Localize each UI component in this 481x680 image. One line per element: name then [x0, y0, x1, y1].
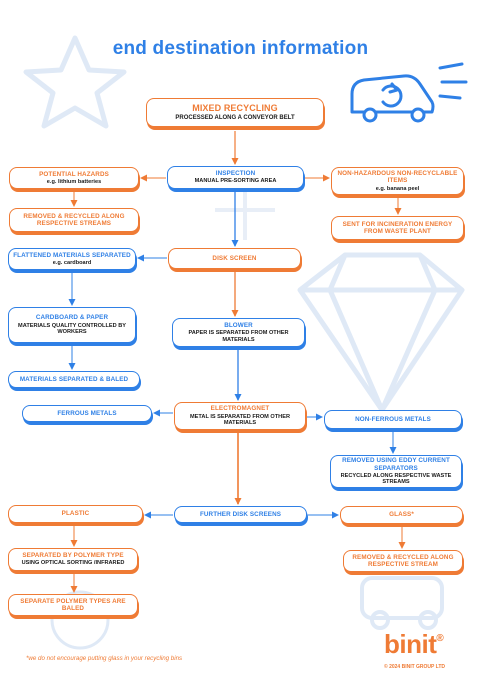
- node-heading: SEPARATED BY POLYMER TYPE: [22, 552, 124, 560]
- node-polymer-baled: SEPARATE POLYMER TYPES ARE BALED: [8, 594, 138, 616]
- node-heading: ELECTROMAGNET: [210, 405, 270, 413]
- node-hazards-removed: REMOVED & RECYCLED ALONG RESPECTIVE STRE…: [9, 208, 139, 232]
- node-subtext: e.g. banana peel: [375, 185, 420, 192]
- page-title: end destination information: [112, 38, 369, 59]
- node-polymer-type: SEPARATED BY POLYMER TYPE USING OPTICAL …: [8, 548, 138, 571]
- node-potential-hazards: POTENTIAL HAZARDS e.g. lithium batteries: [9, 167, 139, 189]
- node-heading: FLATTENED MATERIALS SEPARATED: [13, 251, 131, 259]
- node-materials-baled: MATERIALS SEPARATED & BALED: [8, 371, 140, 388]
- node-subtext: e.g. lithium batteries: [46, 178, 102, 185]
- node-heading: SEPARATE POLYMER TYPES ARE BALED: [20, 597, 126, 612]
- node-subtext: MANUAL PRE-SORTING AREA: [194, 178, 277, 185]
- node-plastic: PLASTIC: [8, 505, 143, 523]
- node-heading: INSPECTION: [215, 170, 256, 178]
- node-flattened-materials: FLATTENED MATERIALS SEPARATED e.g. cardb…: [8, 248, 136, 270]
- node-further-disk-screens: FURTHER DISK SCREENS: [174, 506, 307, 523]
- logo-mark: ®: [436, 633, 444, 644]
- node-eddy-current: REMOVED USING EDDY CURRENT SEPARATORS RE…: [330, 455, 462, 488]
- node-non-hazardous: NON-HAZARDOUS NON-RECYCLABLE ITEMS e.g. …: [331, 167, 464, 195]
- node-heading: PLASTIC: [61, 510, 90, 518]
- node-glass: GLASS*: [340, 506, 463, 524]
- node-heading: MIXED RECYCLING: [192, 103, 278, 114]
- node-blower: BLOWER PAPER IS SEPARATED FROM OTHER MAT…: [172, 318, 305, 347]
- node-ferrous-metals: FERROUS METALS: [22, 405, 152, 422]
- glass-footnote: *we do not encourage putting glass in yo…: [26, 655, 183, 662]
- node-subtext: METAL IS SEPARATED FROM OTHER MATERIALS: [190, 413, 290, 427]
- node-inspection: INSPECTION MANUAL PRE-SORTING AREA: [167, 166, 304, 189]
- node-heading: BLOWER: [224, 321, 253, 329]
- node-disk-screen: DISK SCREEN: [168, 248, 301, 269]
- node-subtext: e.g. cardboard: [52, 259, 92, 266]
- node-non-ferrous-metals: NON-FERROUS METALS: [324, 410, 462, 429]
- node-heading: FURTHER DISK SCREENS: [199, 510, 282, 518]
- node-electromagnet: ELECTROMAGNET METAL IS SEPARATED FROM OT…: [174, 402, 306, 430]
- node-heading: REMOVED USING EDDY CURRENT SEPARATORS: [342, 457, 450, 472]
- logo-text: binit: [384, 629, 437, 659]
- node-heading: POTENTIAL HAZARDS: [39, 170, 109, 178]
- node-heading: NON-HAZARDOUS NON-RECYCLABLE ITEMS: [337, 170, 458, 185]
- node-heading: DISK SCREEN: [212, 254, 257, 262]
- node-subtext: RECYCLED ALONG RESPECTIVE WASTE STREAMS: [340, 472, 452, 486]
- node-heading: REMOVED & RECYCLED ALONG RESPECTIVE STRE…: [23, 212, 125, 227]
- node-heading: MATERIALS SEPARATED & BALED: [19, 375, 129, 383]
- node-incineration: SENT FOR INCINERATION ENERGY FROM WASTE …: [331, 216, 464, 240]
- node-glass-removed: REMOVED & RECYCLED ALONG RESPECTIVE STRE…: [343, 550, 463, 572]
- node-subtext: PAPER IS SEPARATED FROM OTHER MATERIALS: [188, 330, 289, 343]
- node-cardboard-paper: CARDBOARD & PAPER MATERIALS QUALITY CONT…: [8, 307, 136, 343]
- node-subtext: MATERIALS QUALITY CONTROLLED BY WORKERS: [18, 322, 126, 336]
- node-subtext: PROCESSED ALONG A CONVEYOR BELT: [175, 114, 295, 121]
- node-mixed-recycling: MIXED RECYCLING PROCESSED ALONG A CONVEY…: [146, 98, 324, 127]
- node-heading: FERROUS METALS: [57, 409, 117, 417]
- copyright-text: © 2024 BINIT GROUP LTD: [384, 664, 446, 670]
- node-heading: GLASS*: [389, 511, 414, 519]
- node-subtext: USING OPTICAL SORTING /INFRARED: [21, 560, 125, 567]
- binit-logo: binit®: [384, 629, 444, 660]
- node-heading: NON-FERROUS METALS: [355, 415, 431, 423]
- node-heading: REMOVED & RECYCLED ALONG RESPECTIVE STRE…: [352, 553, 454, 568]
- node-heading: SENT FOR INCINERATION ENERGY FROM WASTE …: [342, 220, 453, 235]
- node-heading: CARDBOARD & PAPER: [35, 314, 109, 322]
